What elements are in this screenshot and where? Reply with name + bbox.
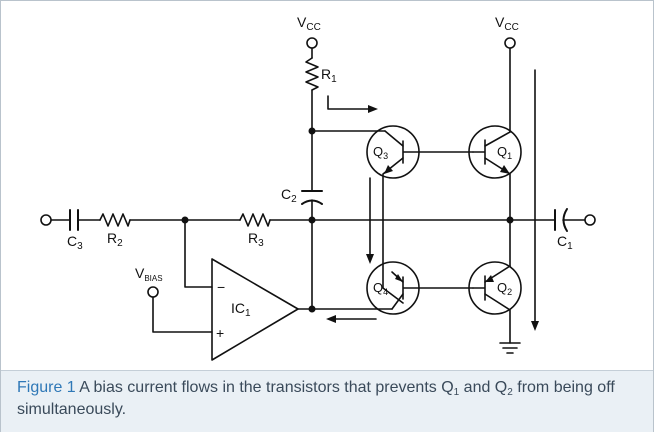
q3-emitter-arrow (384, 165, 393, 174)
vcc-right-terminal (504, 37, 516, 49)
r1-label: R1 (321, 66, 337, 85)
r3-label: R3 (248, 230, 264, 249)
node-bus-feedback (181, 216, 189, 224)
r2-resistor (99, 213, 131, 227)
q4-emitter-arrow (395, 274, 403, 282)
q1-label: Q1 (497, 144, 512, 161)
r3-resistor (239, 213, 271, 227)
q2-collector-lead (484, 293, 511, 344)
vcc-left-terminal (306, 37, 318, 49)
q3-collector-lead (384, 130, 404, 147)
c1-plate-right (562, 208, 568, 232)
vbias-wire (152, 296, 213, 333)
c3-label: C3 (67, 233, 83, 252)
node-output (308, 305, 316, 313)
q4-base-lead (402, 276, 474, 300)
r2-label: R2 (107, 230, 123, 249)
node-r1-q3 (308, 127, 316, 135)
output-terminal (584, 214, 596, 226)
figure-caption: Figure 1 A bias current flows in the tra… (17, 379, 615, 418)
q3-label: Q3 (373, 144, 388, 161)
current-arrow-r1 (327, 95, 373, 110)
q1-emitter-arrow (500, 165, 510, 174)
ground-symbol (499, 342, 521, 354)
feedback-wire (184, 219, 213, 288)
q2-label: Q2 (497, 280, 512, 297)
q3-base-lead (402, 140, 474, 164)
q2-base-lead (472, 275, 486, 301)
vcc-right-label: VCC (495, 14, 519, 33)
current-arrow-right-long-head (531, 321, 539, 331)
vbias-label: VBIAS (135, 265, 163, 283)
current-arrow-left-head (326, 315, 336, 323)
opamp-minus-label: − (217, 279, 225, 295)
ic1-opamp (211, 258, 299, 361)
figure-number: Figure 1 (17, 379, 76, 396)
q1-transistor-body (468, 125, 522, 179)
circuit-schematic: VCC VCC R1 R2 R3 C3 C2 C1 Q3 Q4 Q1 Q2 IC… (40, 14, 596, 361)
ic1-label: IC1 (231, 300, 251, 319)
q1-base-lead (472, 139, 486, 165)
current-arrow-r1-head (368, 105, 378, 113)
vbias-terminal (147, 286, 159, 298)
q4-label: Q4 (373, 280, 388, 297)
node-bus-q1q2 (506, 216, 514, 224)
q1-collector-lead (484, 131, 511, 147)
r1-resistor (305, 57, 319, 91)
opamp-plus-label: + (216, 325, 224, 341)
q2-emitter-arrow (485, 275, 494, 282)
q3-emitter-lead (382, 157, 404, 304)
q1-emitter-lead (484, 157, 511, 267)
input-terminal (40, 214, 52, 226)
q2-transistor-body (468, 261, 522, 315)
c1-label: C1 (557, 233, 573, 252)
vcc-left-label: VCC (297, 14, 321, 33)
caption-bar (1, 370, 653, 432)
c2-label: C2 (281, 186, 297, 205)
current-arrow-down-head (366, 254, 374, 264)
q4-collector-lead (391, 293, 404, 310)
node-bus-c2 (308, 216, 316, 224)
